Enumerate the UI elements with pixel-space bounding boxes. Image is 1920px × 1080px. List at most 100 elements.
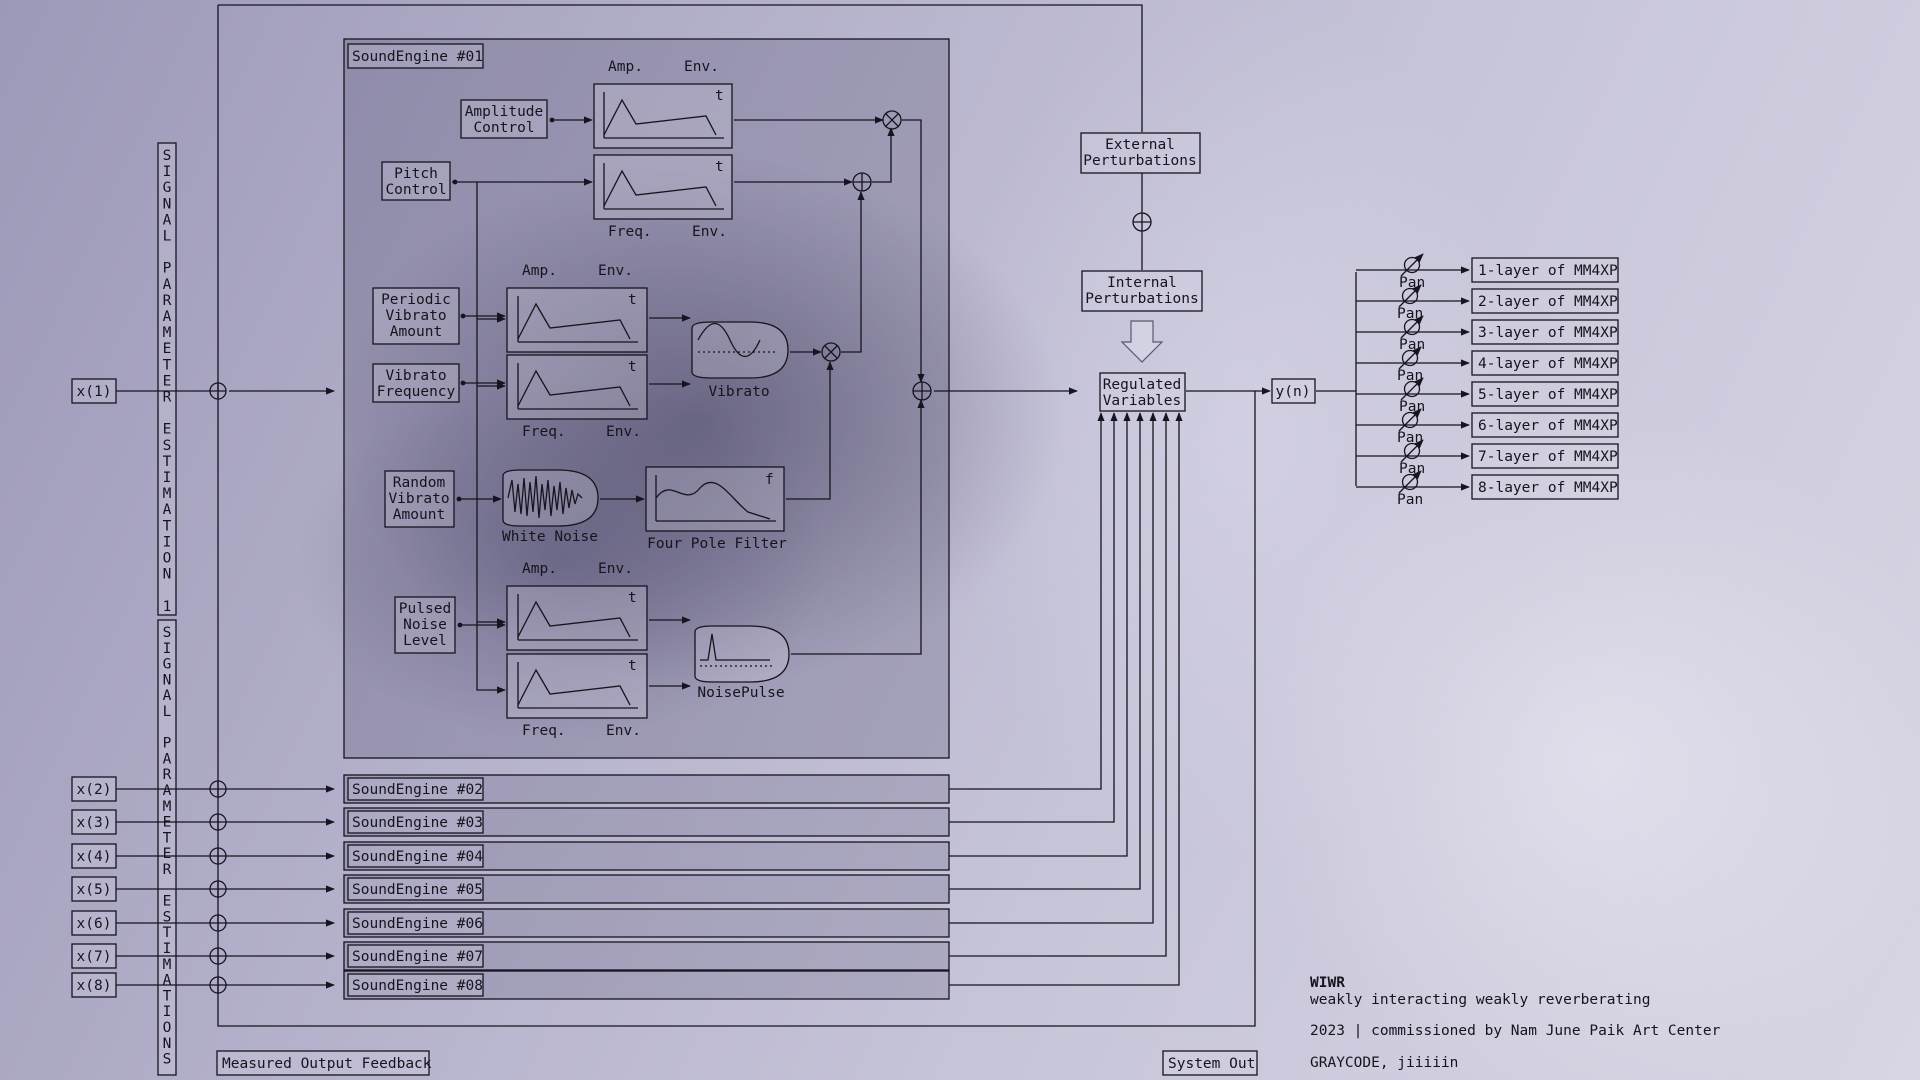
sound-engine-row-3[interactable]: SoundEngine #03 xyxy=(226,807,950,837)
vertical-label-char: S xyxy=(163,438,172,454)
white-noise-generator[interactable] xyxy=(502,469,599,527)
amp-envelope-1[interactable]: t xyxy=(593,83,733,149)
pan-label: Pan xyxy=(1397,492,1423,508)
svg-text:Vibrato: Vibrato xyxy=(385,308,446,324)
svg-text:Perturbations: Perturbations xyxy=(1085,291,1199,307)
pan-knob-icon[interactable] xyxy=(1400,439,1424,463)
input-8[interactable]: x(8) xyxy=(71,972,227,998)
layer-label: 2-layer of MM4XP xyxy=(1478,294,1618,310)
output-yn-block[interactable]: y(n) xyxy=(1271,378,1316,404)
layer-label: 3-layer of MM4XP xyxy=(1478,325,1618,341)
credits-commission: 2023 | commissioned by Nam June Paik Art… xyxy=(1310,1023,1721,1039)
input-label: x(8) xyxy=(77,978,112,994)
amplitude-control-block[interactable]: Amplitude Control xyxy=(460,99,548,139)
vertical-label-char: S xyxy=(163,1052,172,1068)
four-pole-filter[interactable]: f xyxy=(645,466,785,532)
sound-engine-row-8[interactable]: SoundEngine #08 xyxy=(226,970,950,1000)
vibrato-frequency-block[interactable]: Vibrato Frequency xyxy=(372,363,460,403)
svg-text:t: t xyxy=(628,292,637,308)
vertical-label-char: A xyxy=(163,309,172,325)
input-label: x(3) xyxy=(77,815,112,831)
vibrato-label: Vibrato xyxy=(708,384,769,400)
freq-label-vibrato: Freq. xyxy=(522,424,566,440)
input-5[interactable]: x(5) xyxy=(71,876,227,902)
amp-envelope-pulse[interactable]: t xyxy=(506,585,648,651)
periodic-vibrato-amount-block[interactable]: Periodic Vibrato Amount xyxy=(372,287,460,345)
layer-label: 1-layer of MM4XP xyxy=(1478,263,1618,279)
svg-text:y(n): y(n) xyxy=(1276,384,1311,400)
pitch-control-block[interactable]: Pitch Control xyxy=(381,161,451,201)
sound-engine-row-2[interactable]: SoundEngine #02 xyxy=(226,774,950,804)
sound-engine-01-title: SoundEngine #01 xyxy=(352,49,483,65)
external-perturbations-block[interactable]: External Perturbations xyxy=(1080,132,1201,174)
svg-text:t: t xyxy=(628,590,637,606)
sound-engine-row-7[interactable]: SoundEngine #07 xyxy=(226,941,950,971)
vertical-label-char: I xyxy=(163,164,172,180)
input-7[interactable]: x(7) xyxy=(71,943,227,969)
engine-output-wire xyxy=(949,412,1131,857)
sound-engine-label: SoundEngine #04 xyxy=(352,849,483,865)
sum-node-pitch xyxy=(852,172,872,192)
pan-knob-icon[interactable] xyxy=(1398,346,1422,370)
random-vibrato-amount-block[interactable]: Random Vibrato Amount xyxy=(384,470,455,528)
sound-engine-label: SoundEngine #02 xyxy=(352,782,483,798)
freq-envelope-pulse[interactable]: t xyxy=(506,653,648,719)
sound-engine-row-4[interactable]: SoundEngine #04 xyxy=(226,841,950,871)
svg-text:Internal: Internal xyxy=(1107,275,1177,291)
vertical-label-char: E xyxy=(163,373,172,389)
amp-envelope-vibrato[interactable]: t xyxy=(506,287,648,353)
svg-text:Perturbations: Perturbations xyxy=(1083,153,1197,169)
pan-knob-icon[interactable] xyxy=(1400,377,1424,401)
layer-label: 7-layer of MM4XP xyxy=(1478,449,1618,465)
vertical-label-char: A xyxy=(163,277,172,293)
vertical-label-char: N xyxy=(163,196,172,212)
pulsed-noise-level-block[interactable]: Pulsed Noise Level xyxy=(394,596,456,654)
freq-envelope-1[interactable]: t xyxy=(593,154,733,220)
sound-engine-label: SoundEngine #07 xyxy=(352,949,483,965)
vertical-label-char: I xyxy=(163,534,172,550)
regulated-variables-block[interactable]: Regulated Variables xyxy=(1099,372,1186,412)
input-2[interactable]: x(2) xyxy=(71,776,227,802)
multiply-node-vibrato xyxy=(821,342,841,362)
layer-label: 5-layer of MM4XP xyxy=(1478,387,1618,403)
input-label: x(4) xyxy=(77,849,112,865)
input-4[interactable]: x(4) xyxy=(71,843,227,869)
vertical-label-char: A xyxy=(163,783,172,799)
vibrato-oscillator[interactable] xyxy=(691,321,789,379)
sound-engine-row-6[interactable]: SoundEngine #06 xyxy=(226,908,950,938)
env-label-vibrato-bottom: Env. xyxy=(606,424,641,440)
vertical-label-char: N xyxy=(163,567,172,583)
input-1[interactable]: x(1) xyxy=(71,378,227,404)
svg-text:Pulsed: Pulsed xyxy=(399,601,451,617)
pan-knob-icon[interactable] xyxy=(1400,315,1424,339)
input-3[interactable]: x(3) xyxy=(71,809,227,835)
sound-engine-row-5[interactable]: SoundEngine #05 xyxy=(226,874,950,904)
pan-knob-icon[interactable] xyxy=(1400,253,1424,277)
noise-pulse-generator[interactable] xyxy=(694,625,790,683)
pan-knob-icon[interactable] xyxy=(1398,408,1422,432)
white-noise-label: White Noise xyxy=(502,529,598,545)
pan-knob-icon[interactable] xyxy=(1398,470,1422,494)
vertical-label-char: O xyxy=(163,1020,172,1036)
vertical-label-char: E xyxy=(163,422,172,438)
amp-label-pulse: Amp. xyxy=(522,561,557,577)
input-6[interactable]: x(6) xyxy=(71,910,227,936)
svg-text:Amount: Amount xyxy=(393,507,445,523)
freq-envelope-vibrato[interactable]: t xyxy=(506,354,648,420)
pan-knob-icon[interactable] xyxy=(1398,284,1422,308)
vertical-label-char: E xyxy=(163,341,172,357)
vertical-label-char: R xyxy=(163,390,172,406)
vertical-label-char: N xyxy=(163,1036,172,1052)
env-label-vibrato: Env. xyxy=(598,263,633,279)
internal-perturbations-block[interactable]: Internal Perturbations xyxy=(1081,270,1203,312)
freq-label-pulse: Freq. xyxy=(522,723,566,739)
